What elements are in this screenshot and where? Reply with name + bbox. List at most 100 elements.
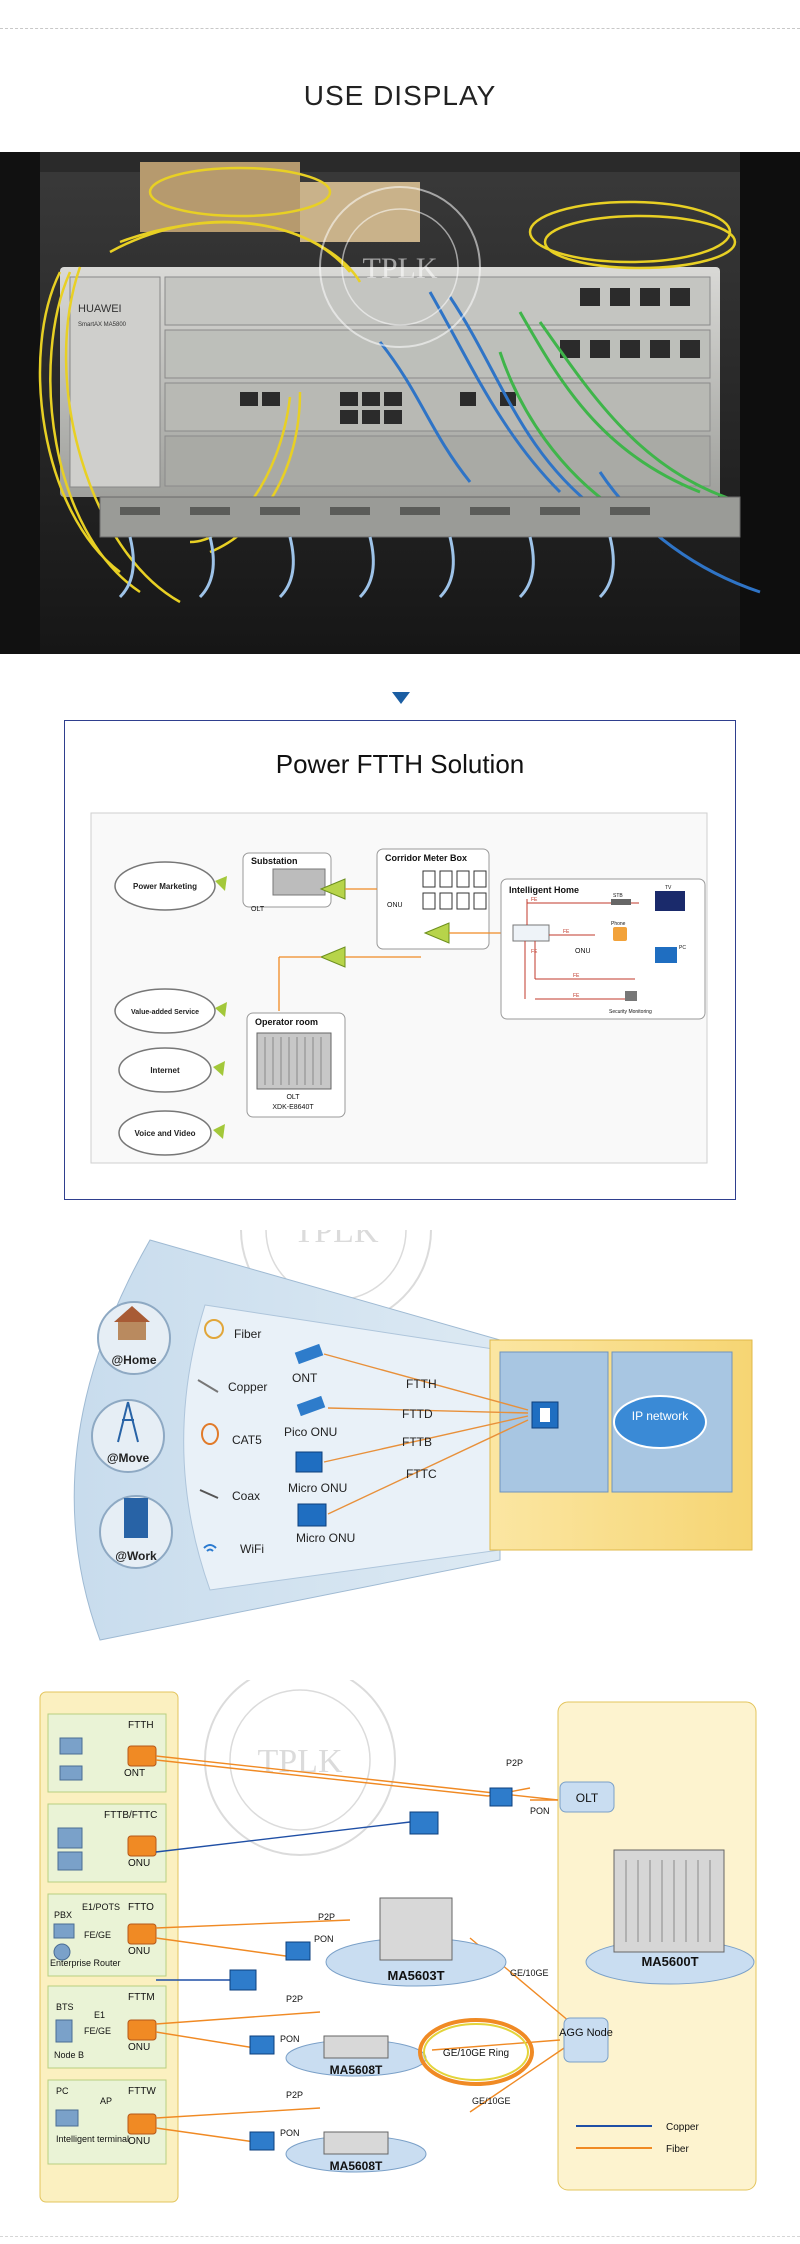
svg-text:P2P: P2P bbox=[506, 1758, 523, 1768]
media-copper: Copper bbox=[228, 1380, 267, 1394]
svg-text:FE/GE: FE/GE bbox=[84, 2026, 111, 2036]
svg-text:FE: FE bbox=[531, 949, 538, 955]
row-device-onu-4: ONU bbox=[128, 2136, 150, 2147]
equipment-photo: HUAWEI SmartAX MA5800 bbox=[0, 152, 800, 654]
device-ont: ONT bbox=[292, 1343, 324, 1385]
svg-text:Intelligent Home: Intelligent Home bbox=[509, 885, 579, 895]
svg-text:Phone: Phone bbox=[611, 921, 626, 927]
svg-text:MA5600T: MA5600T bbox=[641, 1954, 698, 1969]
svg-text:Voice and Video: Voice and Video bbox=[134, 1129, 195, 1138]
svg-text:TPLK: TPLK bbox=[258, 1743, 343, 1780]
device-model: SmartAX MA5800 bbox=[78, 322, 127, 328]
svg-text:IP network: IP network bbox=[632, 1409, 689, 1423]
row-device-onu-1: ONU bbox=[128, 1858, 150, 1869]
tplk-watermark-photo: TPLK bbox=[319, 186, 481, 348]
svg-text:GE/10GE Ring: GE/10GE Ring bbox=[443, 2048, 509, 2059]
svg-text:GE/10GE: GE/10GE bbox=[510, 1968, 549, 1978]
svg-text:GE/10GE: GE/10GE bbox=[472, 2096, 511, 2106]
row-title-fttm: FTTM bbox=[128, 1992, 155, 2003]
svg-text:FE: FE bbox=[563, 929, 570, 935]
agg-node: AGG Node bbox=[559, 2017, 613, 2063]
svg-text:ONU: ONU bbox=[387, 902, 403, 909]
ma5608t-device-2: MA5608T bbox=[285, 2131, 427, 2173]
svg-text:XDK-E8640T: XDK-E8640T bbox=[272, 1104, 314, 1111]
top-divider bbox=[0, 28, 800, 29]
svg-text:AGG Node: AGG Node bbox=[559, 2027, 613, 2039]
svg-text:FE/GE: FE/GE bbox=[84, 1930, 111, 1940]
cat5-icon bbox=[201, 1423, 219, 1445]
cloud-value-added: Value-added Service bbox=[114, 988, 216, 1034]
svg-text:MA5603T: MA5603T bbox=[387, 1968, 444, 1983]
link-fttc: FTTC bbox=[406, 1467, 437, 1481]
svg-text:@Home: @Home bbox=[111, 1353, 156, 1367]
svg-text:Intelligent terminal: Intelligent terminal bbox=[56, 2134, 129, 2144]
section-heading: USE DISPLAY bbox=[303, 80, 497, 111]
place-work: @Work bbox=[99, 1495, 173, 1569]
svg-text:OLT: OLT bbox=[251, 906, 265, 913]
place-home: @Home bbox=[97, 1301, 171, 1375]
pon-access-diagram: TPLK IP network @H bbox=[0, 1134, 800, 1670]
svg-text:Node B: Node B bbox=[54, 2050, 84, 2060]
power-ftth-panel: Power FTTH Solution Power Marketing Valu… bbox=[64, 720, 736, 1200]
wifi-icon bbox=[203, 1544, 217, 1552]
ip-network-cloud: IP network bbox=[613, 1395, 707, 1449]
svg-text:TPLK: TPLK bbox=[363, 252, 438, 285]
place-move: @Move bbox=[91, 1399, 165, 1473]
device-micro-onu-2: Micro ONU bbox=[296, 1503, 355, 1545]
cloud-internet: Internet bbox=[118, 1047, 212, 1093]
svg-text:P2P: P2P bbox=[286, 2090, 303, 2100]
svg-text:ONT: ONT bbox=[292, 1371, 318, 1385]
copper-icon bbox=[197, 1379, 219, 1393]
svg-text:@Move: @Move bbox=[107, 1451, 150, 1465]
link-fttb: FTTB bbox=[402, 1435, 432, 1449]
svg-text:PON: PON bbox=[280, 2128, 300, 2138]
svg-text:Fiber: Fiber bbox=[666, 2144, 689, 2155]
svg-text:PON: PON bbox=[280, 2034, 300, 2044]
media-cat5: CAT5 bbox=[232, 1433, 262, 1447]
row-title-fttb: FTTB/FTTC bbox=[104, 1810, 157, 1821]
svg-text:TV: TV bbox=[665, 885, 672, 891]
aggregation-diagram: TPLK FTTH FTTB/FTTC FTTO FTTM FTTW ONT bbox=[0, 1664, 800, 2210]
cloud-power-marketing: Power Marketing bbox=[114, 861, 216, 911]
svg-text:P2P: P2P bbox=[318, 1912, 335, 1922]
svg-text:Internet: Internet bbox=[150, 1066, 180, 1075]
tplk-watermark-agg: TPLK bbox=[204, 1664, 396, 1856]
ma5608t-device-1: MA5608T bbox=[285, 2035, 427, 2077]
svg-text:PON: PON bbox=[314, 1934, 334, 1944]
svg-text:Substation: Substation bbox=[251, 856, 298, 866]
device-brand: HUAWEI bbox=[78, 303, 122, 315]
corridor-meter-box: Corridor Meter Box ONU bbox=[376, 848, 490, 950]
operator-room-box: Operator room OLT XDK-E8640T bbox=[246, 1012, 346, 1118]
svg-text:E1: E1 bbox=[94, 2010, 105, 2020]
chevron-down-icon bbox=[392, 692, 410, 704]
olt-node: OLT bbox=[559, 1781, 615, 1813]
svg-text:Corridor Meter Box: Corridor Meter Box bbox=[385, 853, 467, 863]
svg-text:Pico ONU: Pico ONU bbox=[284, 1425, 337, 1439]
svg-text:ONU: ONU bbox=[575, 948, 591, 955]
svg-text:Value-added Service: Value-added Service bbox=[131, 1009, 199, 1016]
svg-text:Power Marketing: Power Marketing bbox=[133, 882, 197, 891]
device-pico-onu: Pico ONU bbox=[284, 1395, 337, 1439]
device-micro-onu-1: Micro ONU bbox=[288, 1451, 347, 1495]
svg-text:MA5608T: MA5608T bbox=[330, 2063, 383, 2077]
ma5600t-device: MA5600T bbox=[585, 1849, 755, 1985]
svg-text:AP: AP bbox=[100, 2096, 112, 2106]
row-title-ftth: FTTH bbox=[128, 1720, 154, 1731]
svg-text:FE: FE bbox=[573, 973, 580, 979]
svg-text:FE: FE bbox=[531, 897, 538, 903]
svg-text:PC: PC bbox=[56, 2086, 69, 2096]
svg-text:PBX: PBX bbox=[54, 1910, 72, 1920]
switch-icon bbox=[531, 1401, 559, 1429]
media-coax: Coax bbox=[232, 1489, 260, 1503]
svg-text:Security Monitoring: Security Monitoring bbox=[609, 1009, 652, 1015]
svg-text:FE: FE bbox=[573, 993, 580, 999]
svg-text:Copper: Copper bbox=[666, 2122, 699, 2133]
bottom-divider bbox=[0, 2236, 800, 2237]
coax-icon bbox=[199, 1489, 219, 1499]
svg-text:TPLK: TPLK bbox=[294, 1230, 379, 1250]
svg-text:E1/POTS: E1/POTS bbox=[82, 1902, 120, 1912]
ma5603t-device: MA5603T bbox=[325, 1897, 507, 1987]
svg-text:P2P: P2P bbox=[286, 1994, 303, 2004]
svg-text:MA5608T: MA5608T bbox=[330, 2159, 383, 2173]
svg-text:@Work: @Work bbox=[115, 1549, 157, 1563]
